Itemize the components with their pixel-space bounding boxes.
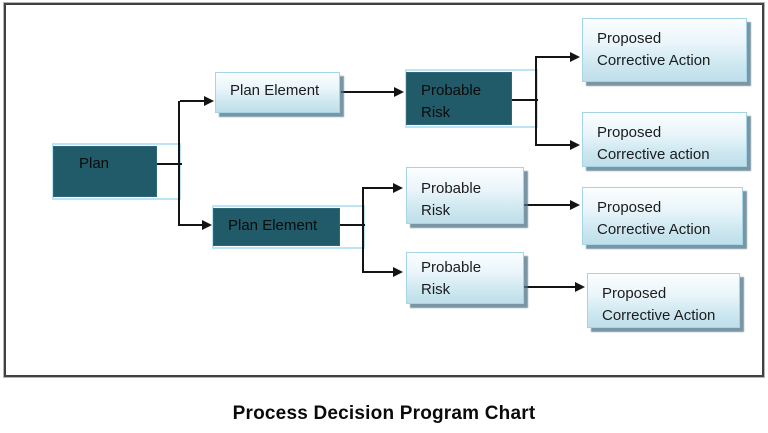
arrowhead [570, 200, 580, 210]
connector-line [364, 187, 393, 189]
connector-line [524, 286, 575, 288]
arrowhead [570, 140, 580, 150]
connector-line [537, 144, 570, 146]
node-corrective-action-4: Proposed Corrective Action [587, 273, 740, 328]
node-probable-risk-bottom: Probable Risk [406, 252, 524, 304]
connector-line [524, 204, 570, 206]
arrowhead [204, 96, 214, 106]
connector-line [178, 101, 180, 226]
node-plan-element-bottom: Plan Element [213, 208, 340, 246]
connector-line [341, 91, 394, 93]
connector-line [340, 224, 365, 226]
connector-line [180, 224, 202, 226]
connector-line [364, 271, 393, 273]
connector-line [537, 56, 570, 58]
connector-line [362, 187, 364, 273]
connector-line [157, 163, 182, 165]
arrowhead [393, 267, 403, 277]
arrowhead [570, 52, 580, 62]
node-probable-risk-mid: Probable Risk [406, 167, 524, 224]
connector-line [512, 99, 538, 101]
node-plan-element-top: Plan Element [215, 72, 340, 113]
connector-line [180, 100, 204, 102]
node-corrective-action-3: Proposed Corrective Action [582, 187, 743, 245]
chart-title: Process Decision Program Chart [232, 403, 536, 424]
arrowhead [394, 87, 404, 97]
node-corrective-action-2: Proposed Corrective action [582, 112, 747, 167]
node-corrective-action-1: Proposed Corrective Action [582, 18, 747, 82]
arrowhead [393, 183, 403, 193]
arrowhead [202, 220, 212, 230]
node-probable-risk-top: Probable Risk [406, 72, 512, 125]
arrowhead [575, 282, 585, 292]
node-plan: Plan [53, 146, 157, 197]
connector-line [535, 56, 537, 146]
